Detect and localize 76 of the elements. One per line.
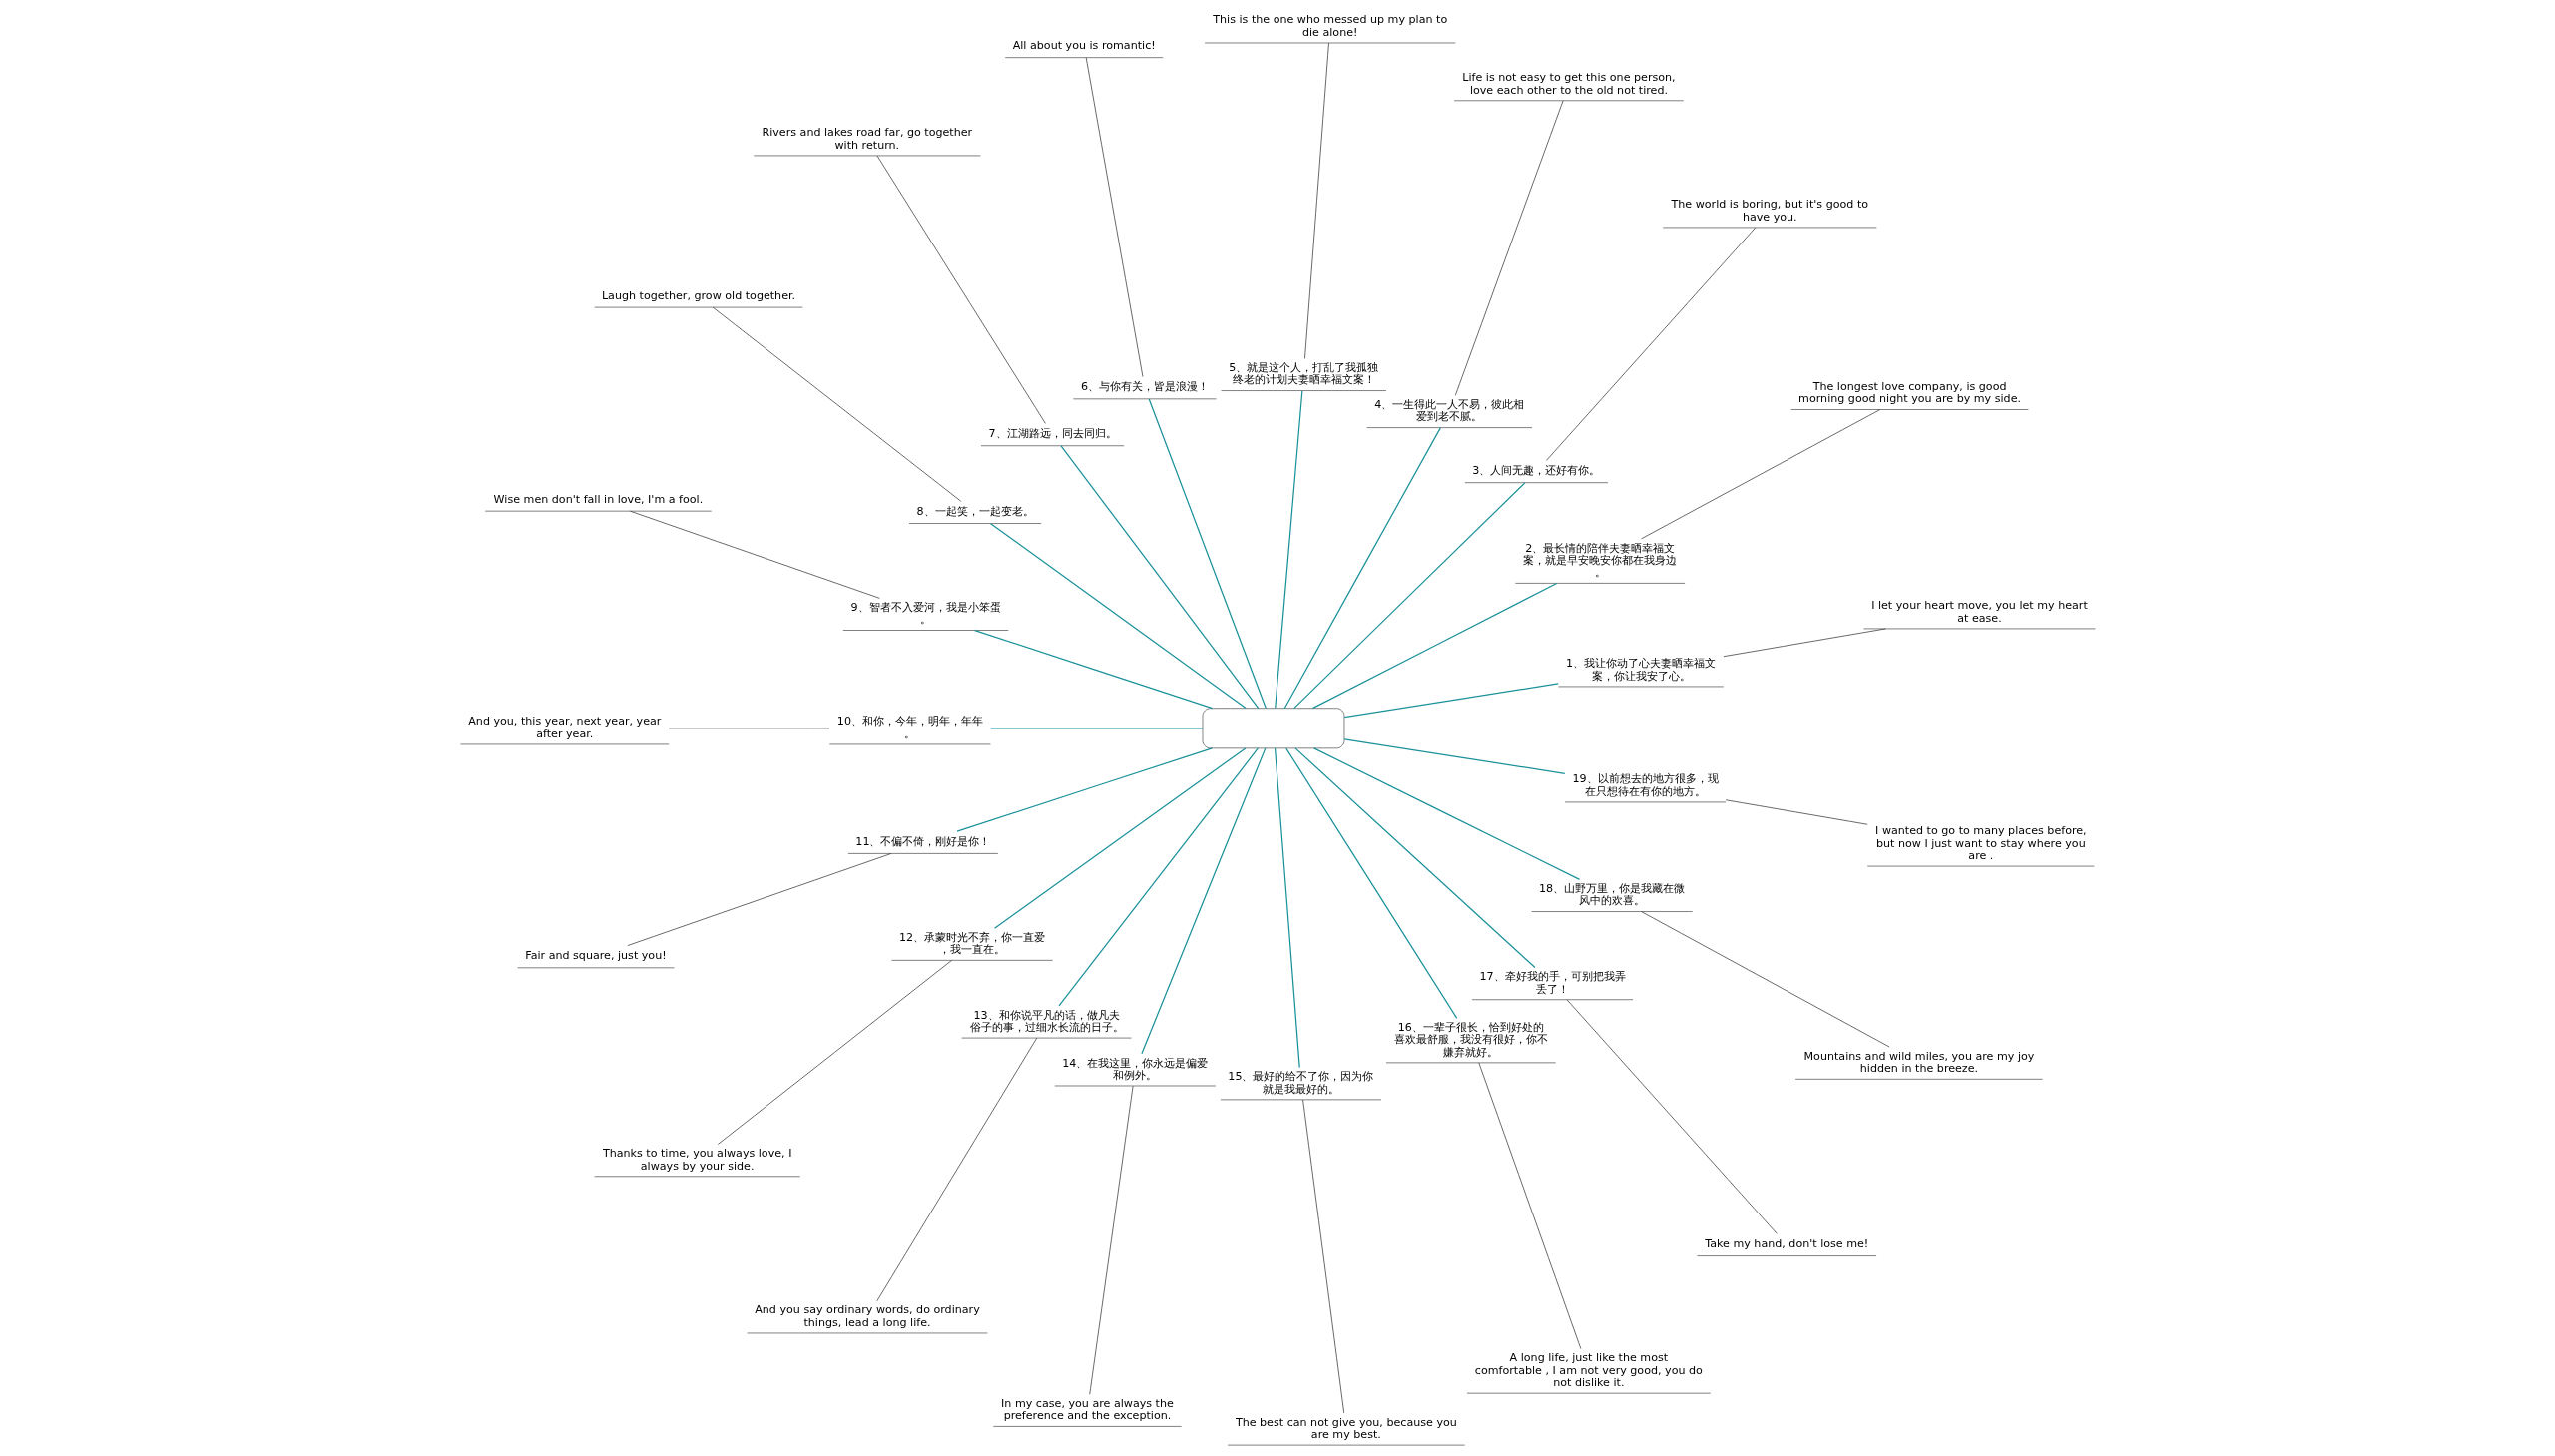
- connector: [1301, 1099, 1344, 1414]
- connector: [1085, 57, 1143, 377]
- connector: [1343, 683, 1559, 719]
- node-text: Fair and square, just you!: [524, 949, 667, 963]
- connector: [1274, 390, 1302, 710]
- node-text: The world is boring, but it's good to have you.: [1670, 198, 1868, 224]
- connector: [993, 747, 1246, 929]
- node-text: 18、山野万里，你是我藏在微风中的欢喜。: [1538, 882, 1685, 908]
- connector: [1723, 628, 1886, 658]
- node-box: [1202, 708, 1344, 749]
- connector: [627, 853, 891, 946]
- connector: [1725, 799, 1868, 825]
- connector: [1454, 100, 1563, 396]
- connector: [989, 728, 1204, 729]
- node-text: Thanks to time, you always love, I always by your side.: [602, 1147, 791, 1173]
- connector: [1311, 582, 1557, 710]
- node-text: 19、以前想去的地方很多，现在只想待在有你的地方。: [1571, 772, 1719, 798]
- node-text: 17、牵好我的手，可别把我弄丢了！: [1478, 970, 1626, 996]
- node-text: The longest love company, is good morning good night you are by my side.: [1797, 379, 2021, 406]
- node-text: 15、最好的给不了你，因为你就是我最好的。: [1227, 1070, 1374, 1096]
- node-text: A long life, just like the most comfortable , I am not very good, you do not dislike it.: [1474, 1351, 1703, 1389]
- node-text: 16、一辈子很长，恰到好处的喜欢最舒服，我没有很好，你不嫌弃就好。: [1393, 1021, 1548, 1059]
- connector: [955, 747, 1213, 832]
- node-text: 3、人间无趣，还好有你。: [1471, 464, 1600, 478]
- node-text: 5、就是这个人，打乱了我孤独终老的计划夫妻晒幸福文案！: [1228, 361, 1378, 387]
- connector: [717, 960, 952, 1145]
- connector: [1293, 747, 1536, 969]
- connector: [1088, 1085, 1133, 1395]
- node-text: 1、我让你动了心夫妻晒幸福文案，你让我安了心。: [1565, 657, 1716, 683]
- node-text: Mountains and wild miles, you are my joy hidden in the breeze.: [1803, 1049, 2034, 1076]
- node-text: I wanted to go to many places before, but now I just want to stay where you are .: [1874, 824, 2087, 862]
- connector: [1283, 427, 1441, 710]
- connector: [1477, 1062, 1581, 1349]
- node-text: 12、承蒙时光不弃，你一直爱，我一直在。: [898, 930, 1045, 957]
- connector: [1343, 738, 1565, 774]
- connector: [1566, 999, 1778, 1234]
- node-text: All about you is romantic!: [1012, 39, 1156, 53]
- connector: [629, 510, 880, 599]
- node-text: Take my hand, don't lose me!: [1704, 1237, 1868, 1251]
- connector: [1545, 227, 1756, 461]
- connector: [876, 155, 1046, 424]
- node-text: 6、与你有关，皆是浪漫！: [1080, 380, 1209, 394]
- node-text: 4、一生得此一人不易，彼此相爱到老不腻。: [1373, 398, 1524, 424]
- connector: [1284, 747, 1457, 1019]
- connector: [1312, 747, 1580, 880]
- connector: [973, 629, 1213, 710]
- node-text: I let your heart move, you let my heart at ease.: [1870, 599, 2088, 625]
- node-text: 7、江湖路远，同去同归。: [987, 427, 1117, 441]
- node-text: This is the one who messed up my plan to die alone!: [1212, 13, 1447, 39]
- node-text: 9、智者不入爱河，我是小笨蛋。: [850, 601, 1001, 627]
- connector: [1640, 911, 1890, 1048]
- node-text: The best can not give you, because you are my best.: [1235, 1415, 1457, 1441]
- node-text: 8、一起笑，一起变老。: [916, 505, 1034, 519]
- node-text: Life is not easy to get this one person, love each other to the old not tired.: [1461, 71, 1676, 97]
- node-text: Rivers and lakes road far, go together with return.: [761, 126, 972, 152]
- connector: [1292, 482, 1525, 710]
- node-text: And you, this year, next year, year after year.: [467, 715, 661, 740]
- node-text: 13、和你说平凡的话，做凡夫俗子的事，过细水长流的日子。: [969, 1008, 1124, 1034]
- connector: [1057, 747, 1259, 1007]
- node-text: Laugh together, grow old together.: [601, 288, 795, 302]
- connector: [1303, 42, 1329, 359]
- node-text: And you say ordinary words, do ordinary things, lead a long life.: [754, 1303, 980, 1329]
- node-text: In my case, you are always the preference and the exception.: [1000, 1396, 1174, 1423]
- connector: [1640, 409, 1880, 540]
- node-text: 14、在我这里，你永远是偏爱和例外。: [1061, 1056, 1208, 1082]
- node-text: 2、最长情的陪伴夫妻晒幸福文案，就是早安晚安你都在我身边。: [1522, 541, 1677, 580]
- connector: [1148, 398, 1267, 710]
- node-text: 10、和你，今年，明年，年年。: [836, 715, 983, 740]
- node-text: 11、不偏不倚，刚好是你！: [854, 835, 990, 848]
- connector: [1140, 747, 1266, 1055]
- connector: [875, 1037, 1037, 1302]
- connector: [1059, 445, 1259, 710]
- node-text: Wise men don't fall in love, I'm a fool.: [493, 492, 703, 506]
- connector: [1274, 747, 1300, 1069]
- connector: [989, 523, 1247, 710]
- connector: [712, 306, 961, 502]
